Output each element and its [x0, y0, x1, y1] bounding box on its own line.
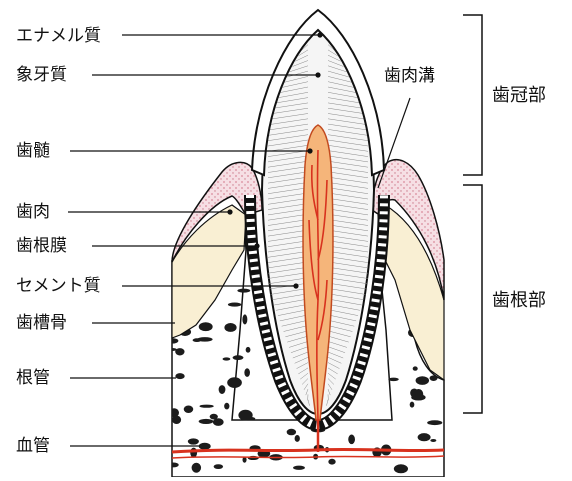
label-gingiva: 歯肉 — [16, 202, 50, 222]
region-brackets — [463, 15, 482, 413]
label-blood-vessel: 血管 — [16, 436, 50, 456]
label-pulp: 歯髄 — [16, 141, 50, 161]
label-alveolar-bone: 歯槽骨 — [16, 313, 67, 333]
label-gingival-sulcus: 歯肉溝 — [384, 66, 435, 86]
label-dentin: 象牙質 — [16, 65, 67, 85]
label-crown-region: 歯冠部 — [492, 86, 546, 106]
label-enamel: エナメル質 — [16, 26, 101, 46]
label-root-region: 歯根部 — [492, 291, 546, 311]
label-cementum: セメント質 — [16, 276, 101, 296]
label-periodontal-ligament: 歯根膜 — [16, 236, 67, 256]
label-root-canal: 根管 — [16, 368, 50, 388]
